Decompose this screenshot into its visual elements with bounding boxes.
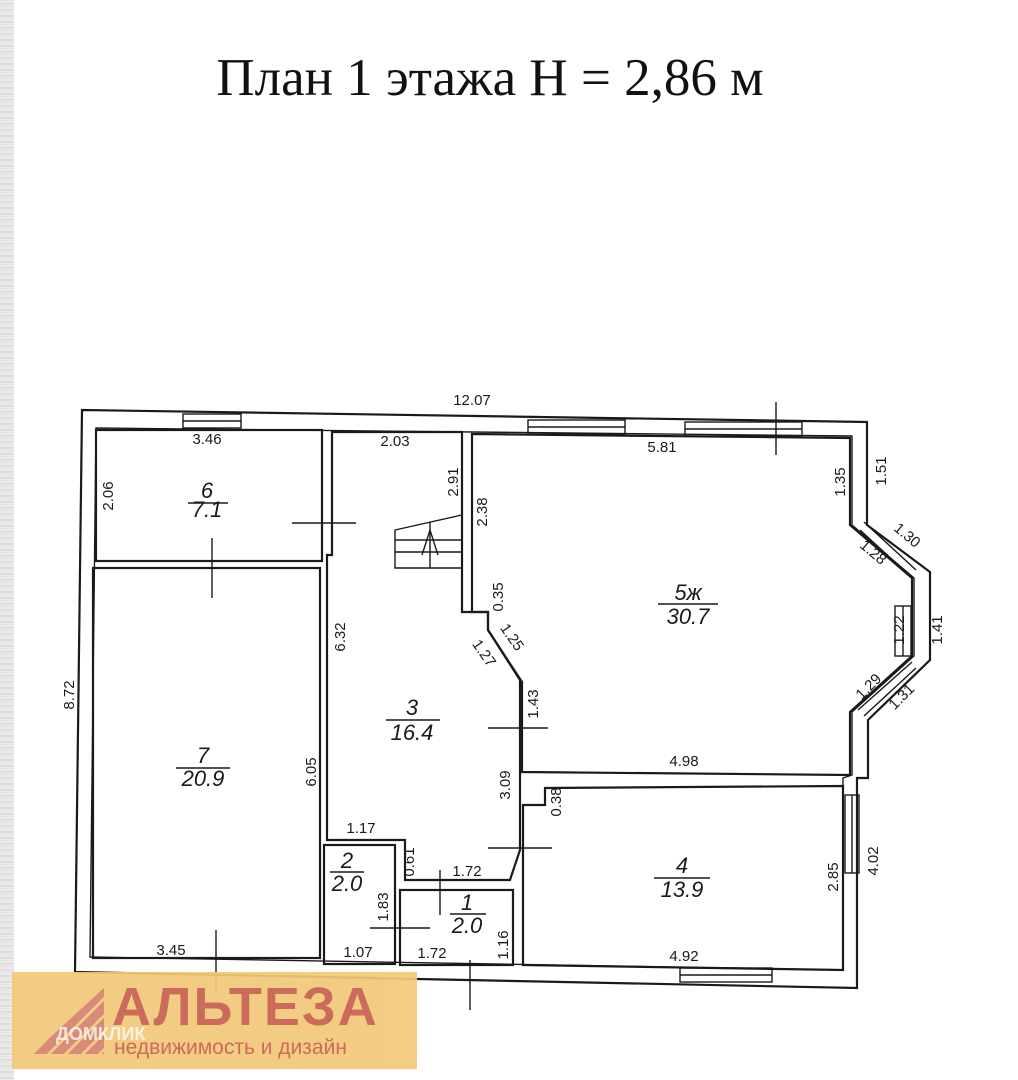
watermark-overlay-text: ДОМКЛИК	[56, 1024, 146, 1044]
dim-r5-outer-upper: 1.51	[873, 456, 890, 485]
room-2-label: 2 2.0	[330, 848, 364, 896]
section-markers	[211, 402, 777, 1010]
room-2-number: 2	[340, 848, 353, 873]
dim-bay-lower-out: 1.31	[885, 680, 918, 713]
room-1-area: 2.0	[451, 913, 483, 938]
room-4-outline	[521, 784, 845, 972]
dim-r3-step: 0.61	[401, 847, 418, 876]
dim-r7-right: 6.05	[303, 757, 320, 786]
staircase	[394, 514, 463, 569]
room-4-label: 4 13.9	[654, 853, 710, 902]
dim-r1-top: 1.72	[452, 863, 481, 880]
dim-r5-top: 5.81	[647, 439, 676, 456]
room-6-area: 7.1	[192, 497, 223, 522]
dim-r1-right: 1.16	[495, 930, 512, 959]
watermark: ДОМКЛИК АЛЬТЕЗА недвижимость и дизайн	[12, 972, 417, 1069]
room-6-label: 6 7.1	[188, 478, 228, 522]
watermark-tagline: недвижимость и дизайн	[114, 1036, 347, 1059]
dim-r3-left: 6.32	[332, 622, 349, 651]
room-5-number: 5ж	[674, 580, 702, 605]
watermark-brand: АЛЬТЕЗА	[112, 977, 379, 1037]
dim-r6-width: 3.46	[192, 431, 221, 448]
room-7-area: 20.9	[181, 766, 225, 791]
room-3-label: 3 16.4	[386, 695, 440, 745]
dim-r5-right-upper: 1.35	[832, 467, 849, 496]
room-7-outline	[91, 566, 322, 960]
dim-overall-width: 12.07	[453, 392, 491, 409]
room-3-outline	[325, 430, 522, 882]
dim-r4-bottom: 4.92	[669, 948, 698, 965]
room-5-area: 30.7	[667, 604, 711, 629]
dim-r4-right: 2.85	[825, 862, 842, 891]
dim-r3-right-low: 3.09	[497, 770, 514, 799]
dim-bay-lower-in: 1.29	[852, 670, 885, 703]
room-4-area: 13.9	[661, 877, 704, 902]
dim-r6-depth: 2.06	[100, 481, 117, 510]
outer-wall	[73, 408, 932, 990]
dim-overall-depth: 8.72	[61, 680, 78, 709]
dim-r4-outer: 4.02	[865, 846, 882, 875]
room-3-area: 16.4	[391, 720, 434, 745]
windows	[182, 413, 917, 983]
room-7-number: 7	[197, 743, 210, 768]
room-1-number: 1	[461, 890, 473, 915]
dim-stair-depth: 2.91	[445, 467, 462, 496]
dim-bay-mid-out: 1.41	[929, 615, 946, 644]
dim-bay-mid-in: 1.22	[891, 615, 908, 644]
dim-r2-side: 1.83	[375, 892, 392, 921]
scan-edge-artifact	[0, 0, 14, 1080]
dim-r3-right-mid: 1.43	[525, 689, 542, 718]
room-2-area: 2.0	[331, 871, 363, 896]
dim-r3-notch: 0.35	[490, 582, 507, 611]
dim-r5-bottom: 4.98	[669, 753, 698, 770]
room-5-outline	[470, 432, 914, 777]
room-2-outline	[322, 843, 397, 966]
dim-r2-bottom: 1.07	[343, 944, 372, 961]
dim-r7-bottom: 3.45	[156, 942, 185, 959]
dim-r3-bottom: 1.17	[346, 820, 375, 837]
dim-r4-notch: 0.38	[548, 787, 565, 816]
room-6-outline	[94, 428, 324, 563]
room-3-number: 3	[406, 695, 419, 720]
dim-r1-bottom: 1.72	[417, 945, 446, 962]
room-1-label: 1 2.0	[450, 890, 486, 938]
room-6-number: 6	[201, 478, 214, 503]
room-4-number: 4	[676, 853, 688, 878]
room-5-label: 5ж 30.7	[658, 580, 718, 629]
dim-r3-top: 2.03	[380, 433, 409, 450]
dim-r3-right-upper: 2.38	[474, 497, 491, 526]
dimension-labels: 12.07 8.72 3.46 2.06 2.03 2.91 2.38 0.35…	[61, 392, 946, 965]
room-7-label: 7 20.9	[176, 743, 230, 791]
plan-title: План 1 этажа Н = 2,86 м	[216, 49, 764, 107]
